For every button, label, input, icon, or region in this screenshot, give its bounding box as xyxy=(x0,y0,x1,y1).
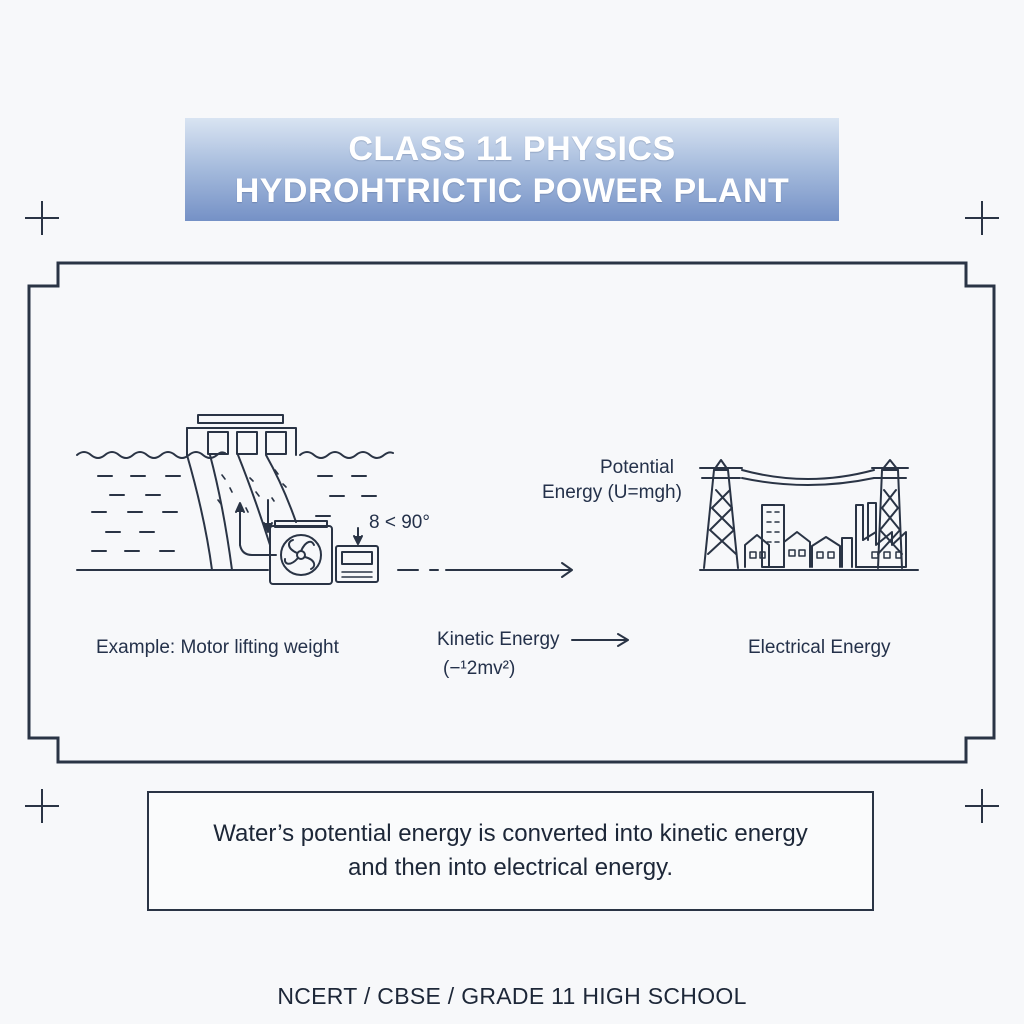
angle-label: 8 < 90° xyxy=(369,512,430,533)
crosshair-bottom-right-icon xyxy=(965,789,999,823)
summary-line-2: and then into electrical energy. xyxy=(347,854,674,881)
example-label: Example: Motor lifting weight xyxy=(96,637,339,658)
city-icon xyxy=(699,502,919,571)
potential-energy-label-line2: Energy (U=mgh) xyxy=(542,482,682,503)
title-banner: CLASS 11 PHYSICS HYDROHTRICTIC POWER PLA… xyxy=(185,118,839,221)
arrow-right-icon xyxy=(561,562,573,578)
summary-box: Water’s potential energy is converted in… xyxy=(147,791,874,911)
potential-energy-label-line1: Potential xyxy=(600,457,674,478)
turbine-icon xyxy=(269,520,333,585)
crosshair-bottom-left-icon xyxy=(25,789,59,823)
dam-icon xyxy=(76,414,394,571)
title-line-2: HYDROHTRICTIC POWER PLANT xyxy=(234,171,790,210)
kinetic-energy-label-line1: Kinetic Energy xyxy=(437,629,560,650)
kinetic-energy-label-line2: (−¹2mv²) xyxy=(443,658,516,679)
footer-text: NCERT / CBSE / GRADE 11 HIGH SCHOOL xyxy=(277,983,747,1009)
crosshair-top-left-icon xyxy=(25,201,59,235)
arrow-right-icon xyxy=(617,633,629,647)
generator-icon xyxy=(335,527,379,583)
crosshair-top-right-icon xyxy=(965,201,999,235)
title-line-1: CLASS 11 PHYSICS xyxy=(348,129,676,168)
summary-line-1: Water’s potential energy is converted in… xyxy=(213,820,808,847)
electrical-energy-label: Electrical Energy xyxy=(748,637,891,658)
transmission-tower-icon xyxy=(699,459,909,569)
